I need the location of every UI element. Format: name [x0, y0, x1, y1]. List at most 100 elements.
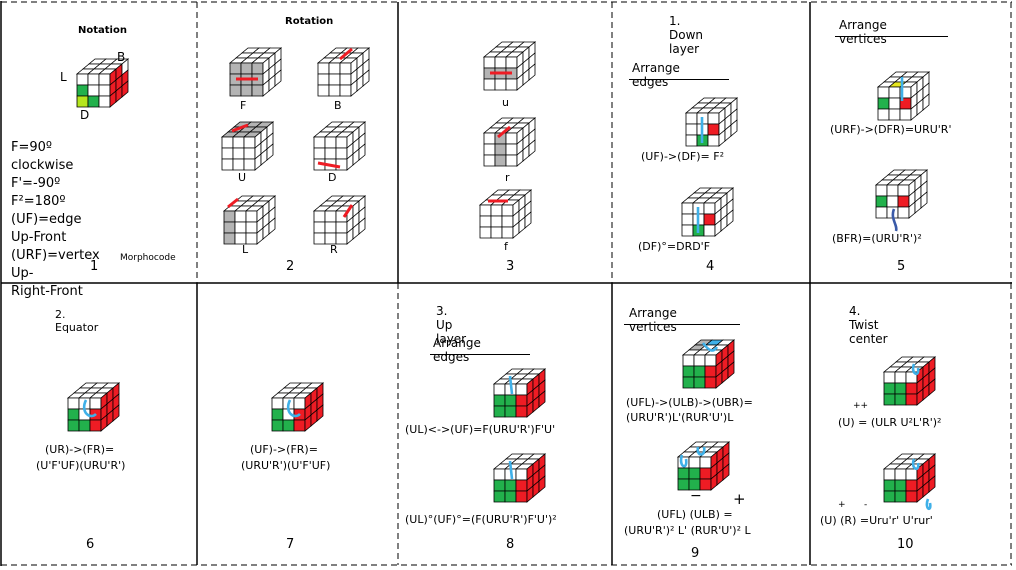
sticker-front — [681, 202, 694, 215]
sticker-front — [223, 221, 236, 234]
cube-slice-f — [478, 189, 533, 239]
cube-slice-r — [482, 117, 537, 167]
sticker-front — [515, 468, 528, 481]
sticker-right — [358, 143, 366, 161]
sticker-front — [504, 405, 517, 418]
slice-label: f — [504, 240, 508, 253]
rotation-label: U — [238, 171, 247, 184]
panel-number: 5 — [897, 259, 906, 274]
panel-number: 8 — [506, 537, 515, 552]
twist-mark: - — [864, 500, 868, 510]
formula: (UR)->(FR)= — [45, 443, 115, 456]
sticker-front — [282, 419, 295, 432]
sticker-front — [483, 154, 496, 167]
twist-indicator — [891, 208, 898, 232]
sticker-front — [883, 393, 896, 406]
sticker-front — [883, 371, 896, 384]
sticker-front — [271, 397, 284, 410]
formula: (BFR)=(URU'R')² — [832, 232, 922, 245]
sticker-front — [888, 108, 901, 121]
sticker-front — [699, 467, 712, 480]
sticker-front — [493, 405, 506, 418]
sticker-front — [293, 419, 306, 432]
sticker-front — [685, 134, 698, 147]
sticker-front — [897, 195, 910, 208]
sticker-front — [875, 195, 888, 208]
subheading: Arrange vertices — [839, 18, 887, 46]
sticker-front — [67, 408, 80, 421]
cube-notation — [75, 58, 130, 108]
sticker-front — [905, 468, 918, 481]
sticker-front — [313, 232, 326, 245]
subheading: Arrange edges — [632, 61, 680, 89]
sticker-front — [681, 213, 694, 226]
sticker-front — [501, 204, 514, 217]
cube-up-vertex-1 — [681, 339, 736, 389]
sticker-front — [89, 397, 102, 410]
cube-equator-1 — [66, 382, 121, 432]
formula: (URU'R')(U'F'UF) — [241, 459, 331, 472]
subheading-underline — [835, 36, 948, 37]
sticker-front — [67, 419, 80, 432]
rotation-label: D — [328, 171, 337, 184]
sticker-front — [243, 136, 256, 149]
sticker-front — [515, 490, 528, 503]
cube-rotation-R — [312, 195, 367, 245]
section-heading: 1. Down layer — [669, 14, 704, 56]
sticker-front — [87, 84, 100, 97]
sticker-front — [328, 84, 341, 97]
sticker-front — [223, 232, 236, 245]
twist-indicator — [286, 399, 301, 418]
sticker-right — [358, 217, 366, 235]
sticker-front — [505, 132, 518, 145]
rotation-label: R — [330, 243, 338, 256]
sticker-front — [685, 112, 698, 125]
sticker-front — [232, 158, 245, 171]
subheading-underline — [430, 354, 530, 355]
sticker-front — [317, 62, 330, 75]
sticker-front — [704, 376, 717, 389]
sticker-front — [76, 95, 89, 108]
sticker-front — [688, 456, 701, 469]
sticker-front — [243, 158, 256, 171]
cube-down-edge-2 — [680, 187, 735, 237]
rotation-label: B — [334, 99, 342, 112]
cube-up-vertex-2 — [676, 441, 731, 491]
sticker-front — [324, 136, 337, 149]
sticker-front — [234, 221, 247, 234]
sticker-front — [707, 123, 720, 136]
sticker-front — [883, 382, 896, 395]
sticker-front — [483, 56, 496, 69]
sticker-right — [922, 93, 930, 111]
definition: (URF)=vertex Up- — [11, 248, 100, 281]
sticker-front — [490, 226, 503, 239]
sticker-front — [76, 73, 89, 86]
sticker-front — [324, 147, 337, 160]
cube-up-edge-2 — [492, 453, 547, 503]
sticker-front — [229, 62, 242, 75]
sticker-front — [905, 393, 918, 406]
sticker-front — [894, 468, 907, 481]
sticker-front — [886, 184, 899, 197]
twist-indicator — [911, 363, 920, 376]
section-heading: 2. Equator — [55, 308, 99, 334]
sticker-front — [504, 479, 517, 492]
cube-up-edge-1 — [492, 368, 547, 418]
sticker-front — [324, 221, 337, 234]
formula: (UFL)->(ULB)->(UBR)= — [626, 396, 753, 409]
sticker-front — [493, 490, 506, 503]
sticker-right — [268, 217, 276, 235]
panel-number: 4 — [706, 259, 715, 274]
panel-number: 3 — [506, 259, 515, 274]
sticker-front — [693, 365, 706, 378]
definition: F=90º clockwise — [11, 140, 74, 173]
panel-number: 2 — [286, 259, 295, 274]
cube-rotation-D — [312, 121, 367, 171]
sticker-front — [87, 73, 100, 86]
sticker-front — [229, 84, 242, 97]
sticker-front — [894, 490, 907, 503]
sticker-front — [504, 394, 517, 407]
panel-number: 7 — [286, 537, 295, 552]
sticker-front — [221, 147, 234, 160]
sticker-front — [232, 136, 245, 149]
